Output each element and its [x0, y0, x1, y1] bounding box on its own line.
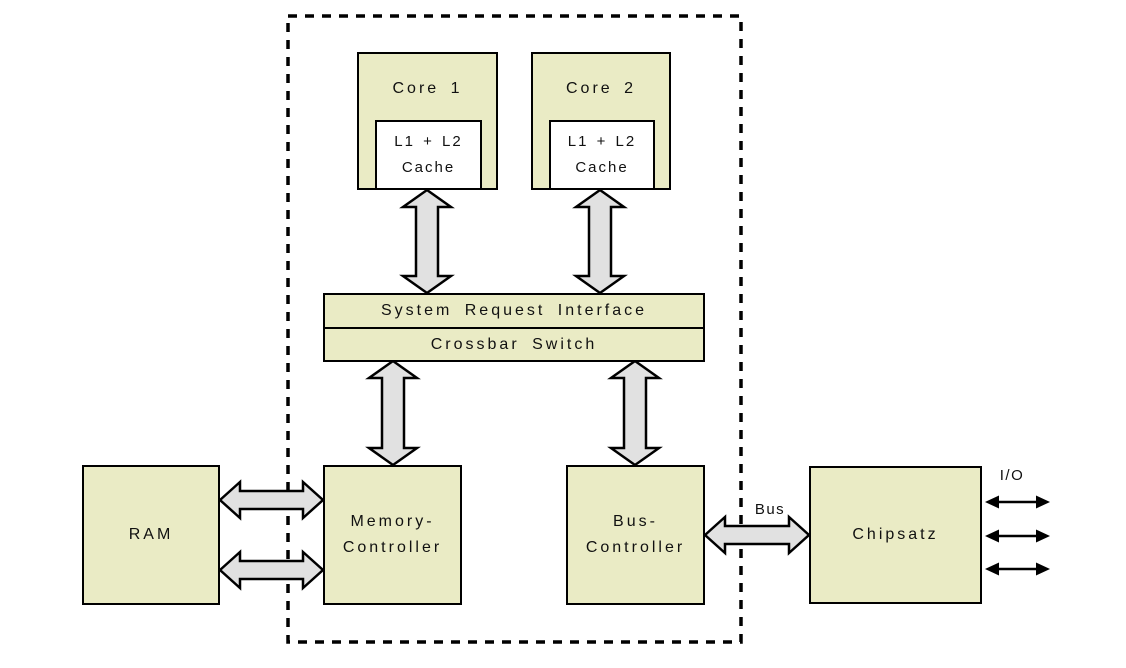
io-arrow-1: [985, 495, 1050, 509]
ram-box: RAM: [82, 465, 220, 605]
cache1-label-line2: Cache: [401, 159, 456, 176]
arrow-ram-memory-controller-2: [218, 549, 325, 591]
cache1-box: L1 + L2 Cache: [375, 120, 482, 190]
cpu-die-dashed-boundary: [286, 14, 743, 644]
arrow-crossbar-memory-controller: [365, 359, 421, 467]
arrow-cache2-sri: [572, 188, 628, 295]
memory-controller-box: Memory- Controller: [323, 465, 462, 605]
arrow-crossbar-bus-controller: [607, 359, 663, 467]
io-arrow-2: [985, 529, 1050, 543]
chipset-box: Chipsatz: [809, 466, 982, 604]
core2-label: Core 2: [565, 80, 637, 97]
io-label: I/O: [999, 467, 1025, 484]
cache2-box: L1 + L2 Cache: [549, 120, 655, 190]
bus-controller-box: Bus- Controller: [566, 465, 705, 605]
arrow-ram-memory-controller-1: [218, 479, 325, 521]
bus-controller-label-line2: Controller: [585, 539, 686, 556]
arrow-cache1-sri: [399, 188, 455, 295]
cache1-label-line1: L1 + L2: [394, 133, 463, 150]
memory-controller-label-line1: Memory-: [350, 513, 435, 530]
system-request-interface-label: System Request Interface: [380, 302, 648, 319]
crossbar-switch-bar: Crossbar Switch: [323, 327, 705, 362]
system-request-interface-bar: System Request Interface: [323, 293, 705, 329]
io-arrow-3: [985, 562, 1050, 576]
arrow-bus-controller-chipset: [703, 514, 811, 556]
crossbar-switch-label: Crossbar Switch: [430, 335, 598, 353]
ram-label: RAM: [128, 526, 174, 543]
chipset-label: Chipsatz: [852, 526, 939, 543]
cache2-label-line2: Cache: [575, 159, 629, 176]
bus-controller-label-line1: Bus-: [613, 513, 658, 530]
cache2-label-line1: L1 + L2: [567, 133, 637, 150]
core1-label: Core 1: [392, 80, 463, 97]
bus-label: Bus: [754, 501, 786, 518]
memory-controller-label-line2: Controller: [342, 539, 443, 556]
